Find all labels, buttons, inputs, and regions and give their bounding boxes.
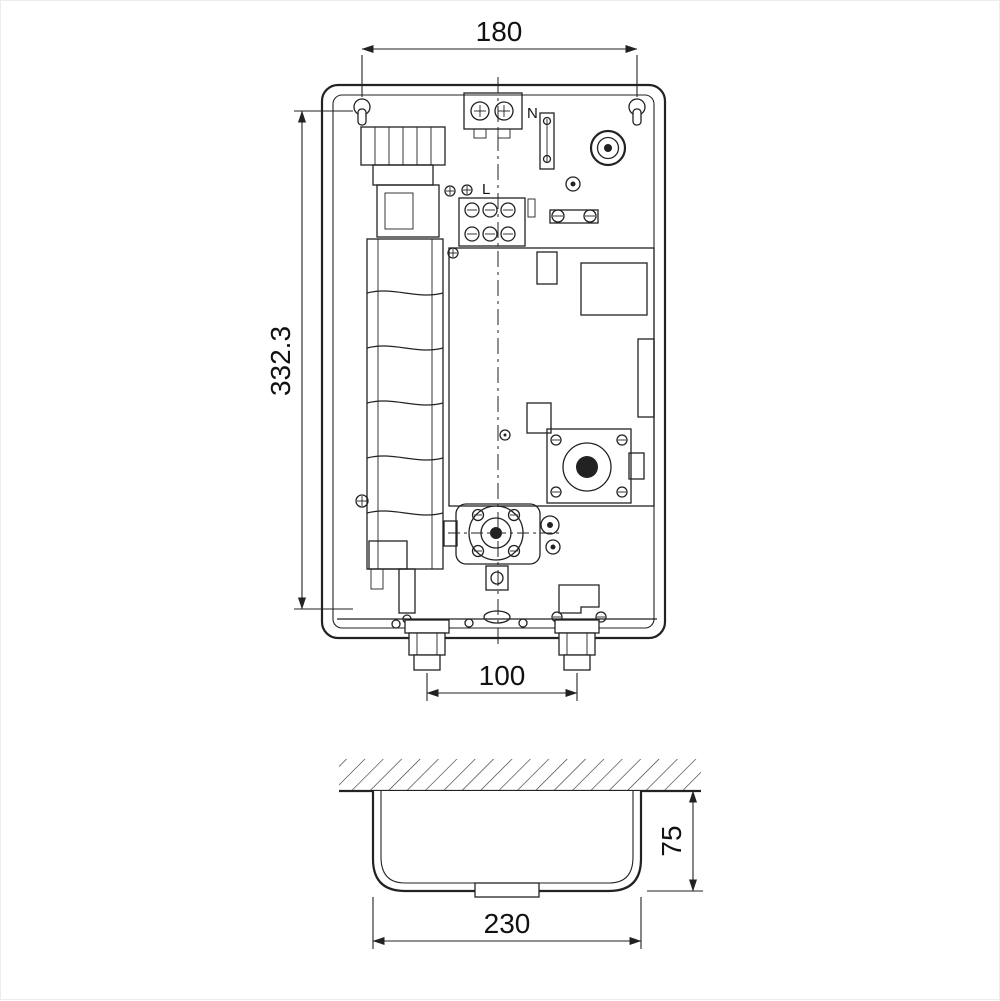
mounting-hole-right [628,98,646,126]
screw-icon [444,185,456,197]
front-view: N L [265,16,667,701]
dim-label-75: 75 [656,825,687,856]
flow-switch [546,428,645,504]
bottom-panel-edge [337,618,657,629]
label-neutral: N [527,105,538,122]
terminal-block-top: N [463,92,538,139]
pipe-connection-left [404,619,450,671]
fuse-holder [539,112,555,170]
mounting-hole-left [353,98,371,126]
profile-center-tab [474,882,540,898]
pipe-connection-right [554,619,600,671]
dim-label-332: 332.3 [265,326,296,396]
dimension-top-width: 180 [361,16,638,97]
terminal-block-main: L [458,181,536,247]
dimension-bottom-width: 230 [372,897,642,949]
dimension-pipe-spacing: 100 [426,660,578,701]
dimension-height: 332.3 [265,110,353,610]
dim-label-180: 180 [476,16,523,47]
fixing-bracket [549,209,599,224]
unit-profile [371,791,643,898]
control-knob [589,129,627,167]
dim-label-230: 230 [484,908,531,939]
side-view: 75 230 [339,759,703,949]
dimension-depth: 75 [647,790,703,892]
pcb-area [448,247,655,507]
screw-icon [355,494,369,508]
label-live: L [482,181,490,198]
screw-icon [565,176,581,192]
water-valve [443,503,563,624]
dim-label-100: 100 [479,660,526,691]
wall-hatching [339,759,701,793]
